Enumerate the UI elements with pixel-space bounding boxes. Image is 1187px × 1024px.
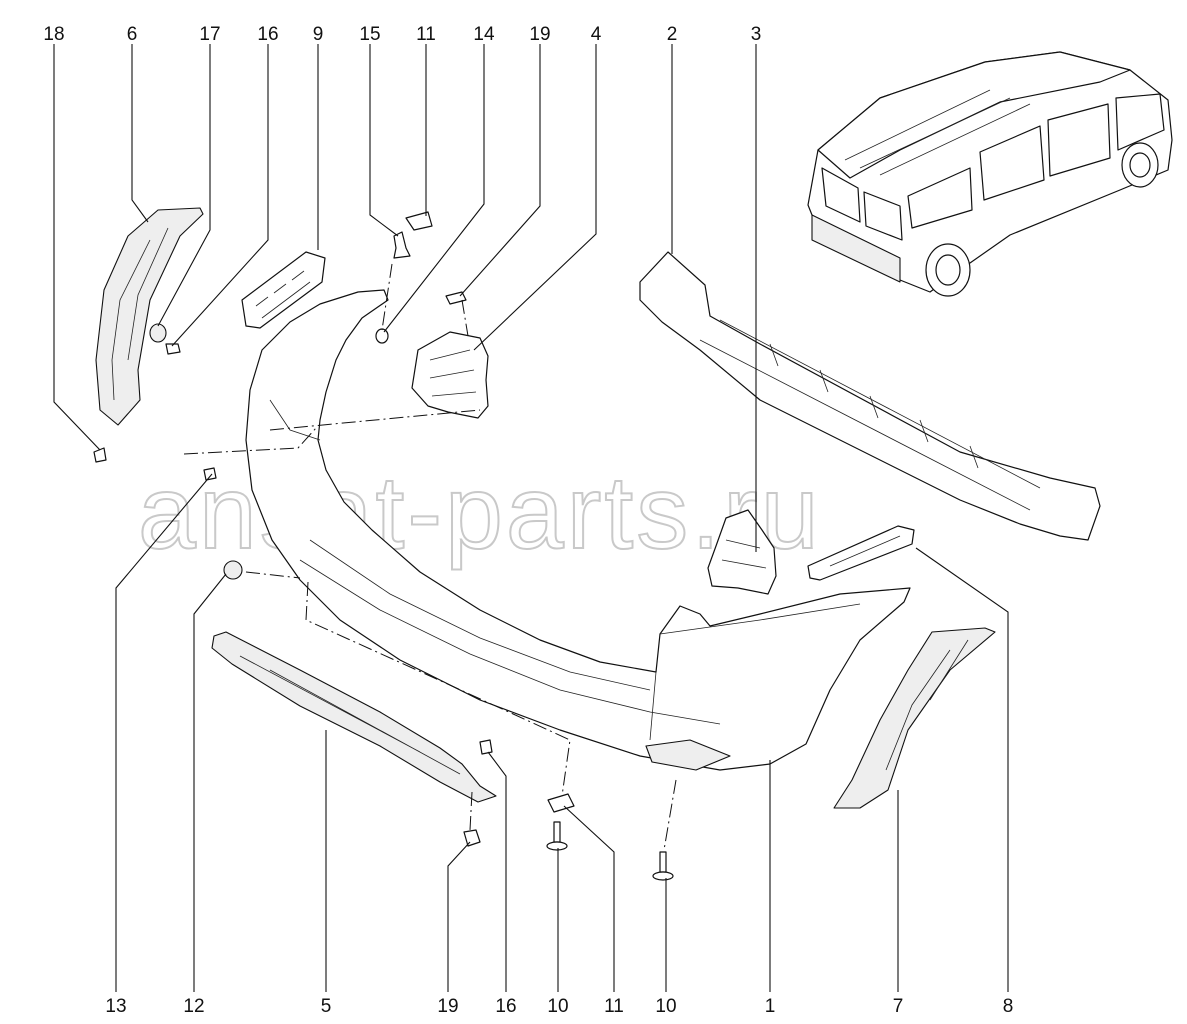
callout-bottom: 12 — [183, 996, 204, 1017]
part-4-bracket — [411, 331, 489, 419]
part-3-bracket — [707, 509, 777, 595]
leader-lines — [53, 44, 1009, 992]
part-1-bumper-cover — [245, 289, 911, 771]
callout-bottom: 19 — [437, 996, 458, 1017]
callout-bottom: 1 — [765, 996, 776, 1017]
fasteners — [93, 211, 674, 881]
part-19-clip-bottom — [463, 829, 481, 847]
callout-bottom: 7 — [893, 996, 904, 1017]
assembly-lines — [183, 263, 677, 851]
part-17-fastener — [149, 323, 167, 343]
callout-top: 18 — [43, 24, 64, 45]
vehicle-thumbnail — [807, 51, 1173, 297]
callout-top: 17 — [199, 24, 220, 45]
callout-bottom: 8 — [1003, 996, 1014, 1017]
part-13-screw — [203, 467, 217, 481]
part-11-clip-top — [405, 211, 433, 231]
callouts-top: 18 6 17 16 9 15 11 14 19 4 2 3 — [43, 24, 761, 45]
part-14-plug — [375, 328, 389, 344]
part-5-lower-strip — [211, 631, 497, 803]
part-9-bracket — [241, 251, 326, 329]
part-8-bracket-strip — [807, 525, 915, 581]
callout-top: 14 — [473, 24, 495, 45]
callout-bottom: 10 — [655, 996, 676, 1017]
callout-top: 16 — [257, 24, 278, 45]
callout-top: 4 — [591, 24, 602, 45]
callouts-bottom: 13 12 5 19 16 10 11 10 1 7 8 — [105, 996, 1013, 1017]
callout-top: 2 — [667, 24, 678, 45]
part-6-left-arch-flare — [95, 207, 204, 426]
part-11-clip-bottom — [547, 793, 575, 813]
callout-top: 15 — [359, 24, 380, 45]
part-18-screw — [93, 447, 107, 463]
part-2-absorber-beam — [639, 251, 1101, 541]
part-19-clip-top — [445, 291, 467, 305]
callout-top: 9 — [313, 24, 324, 45]
part-15-clip — [393, 231, 411, 259]
part-10-screw-right — [659, 851, 667, 873]
callout-bottom: 5 — [321, 996, 332, 1017]
part-16-screw-bottom — [479, 739, 493, 755]
callout-bottom: 16 — [495, 996, 516, 1017]
part-10-screw-mid — [553, 821, 561, 843]
callout-bottom: 11 — [604, 996, 624, 1017]
part-7-right-arch-flare — [833, 627, 996, 809]
callout-bottom: 10 — [547, 996, 568, 1017]
part-12-plug — [223, 560, 243, 580]
callout-bottom: 13 — [105, 996, 126, 1017]
callout-top: 6 — [127, 24, 138, 45]
callout-top: 3 — [751, 24, 762, 45]
callout-top: 11 — [416, 24, 436, 45]
callout-top: 19 — [529, 24, 550, 45]
